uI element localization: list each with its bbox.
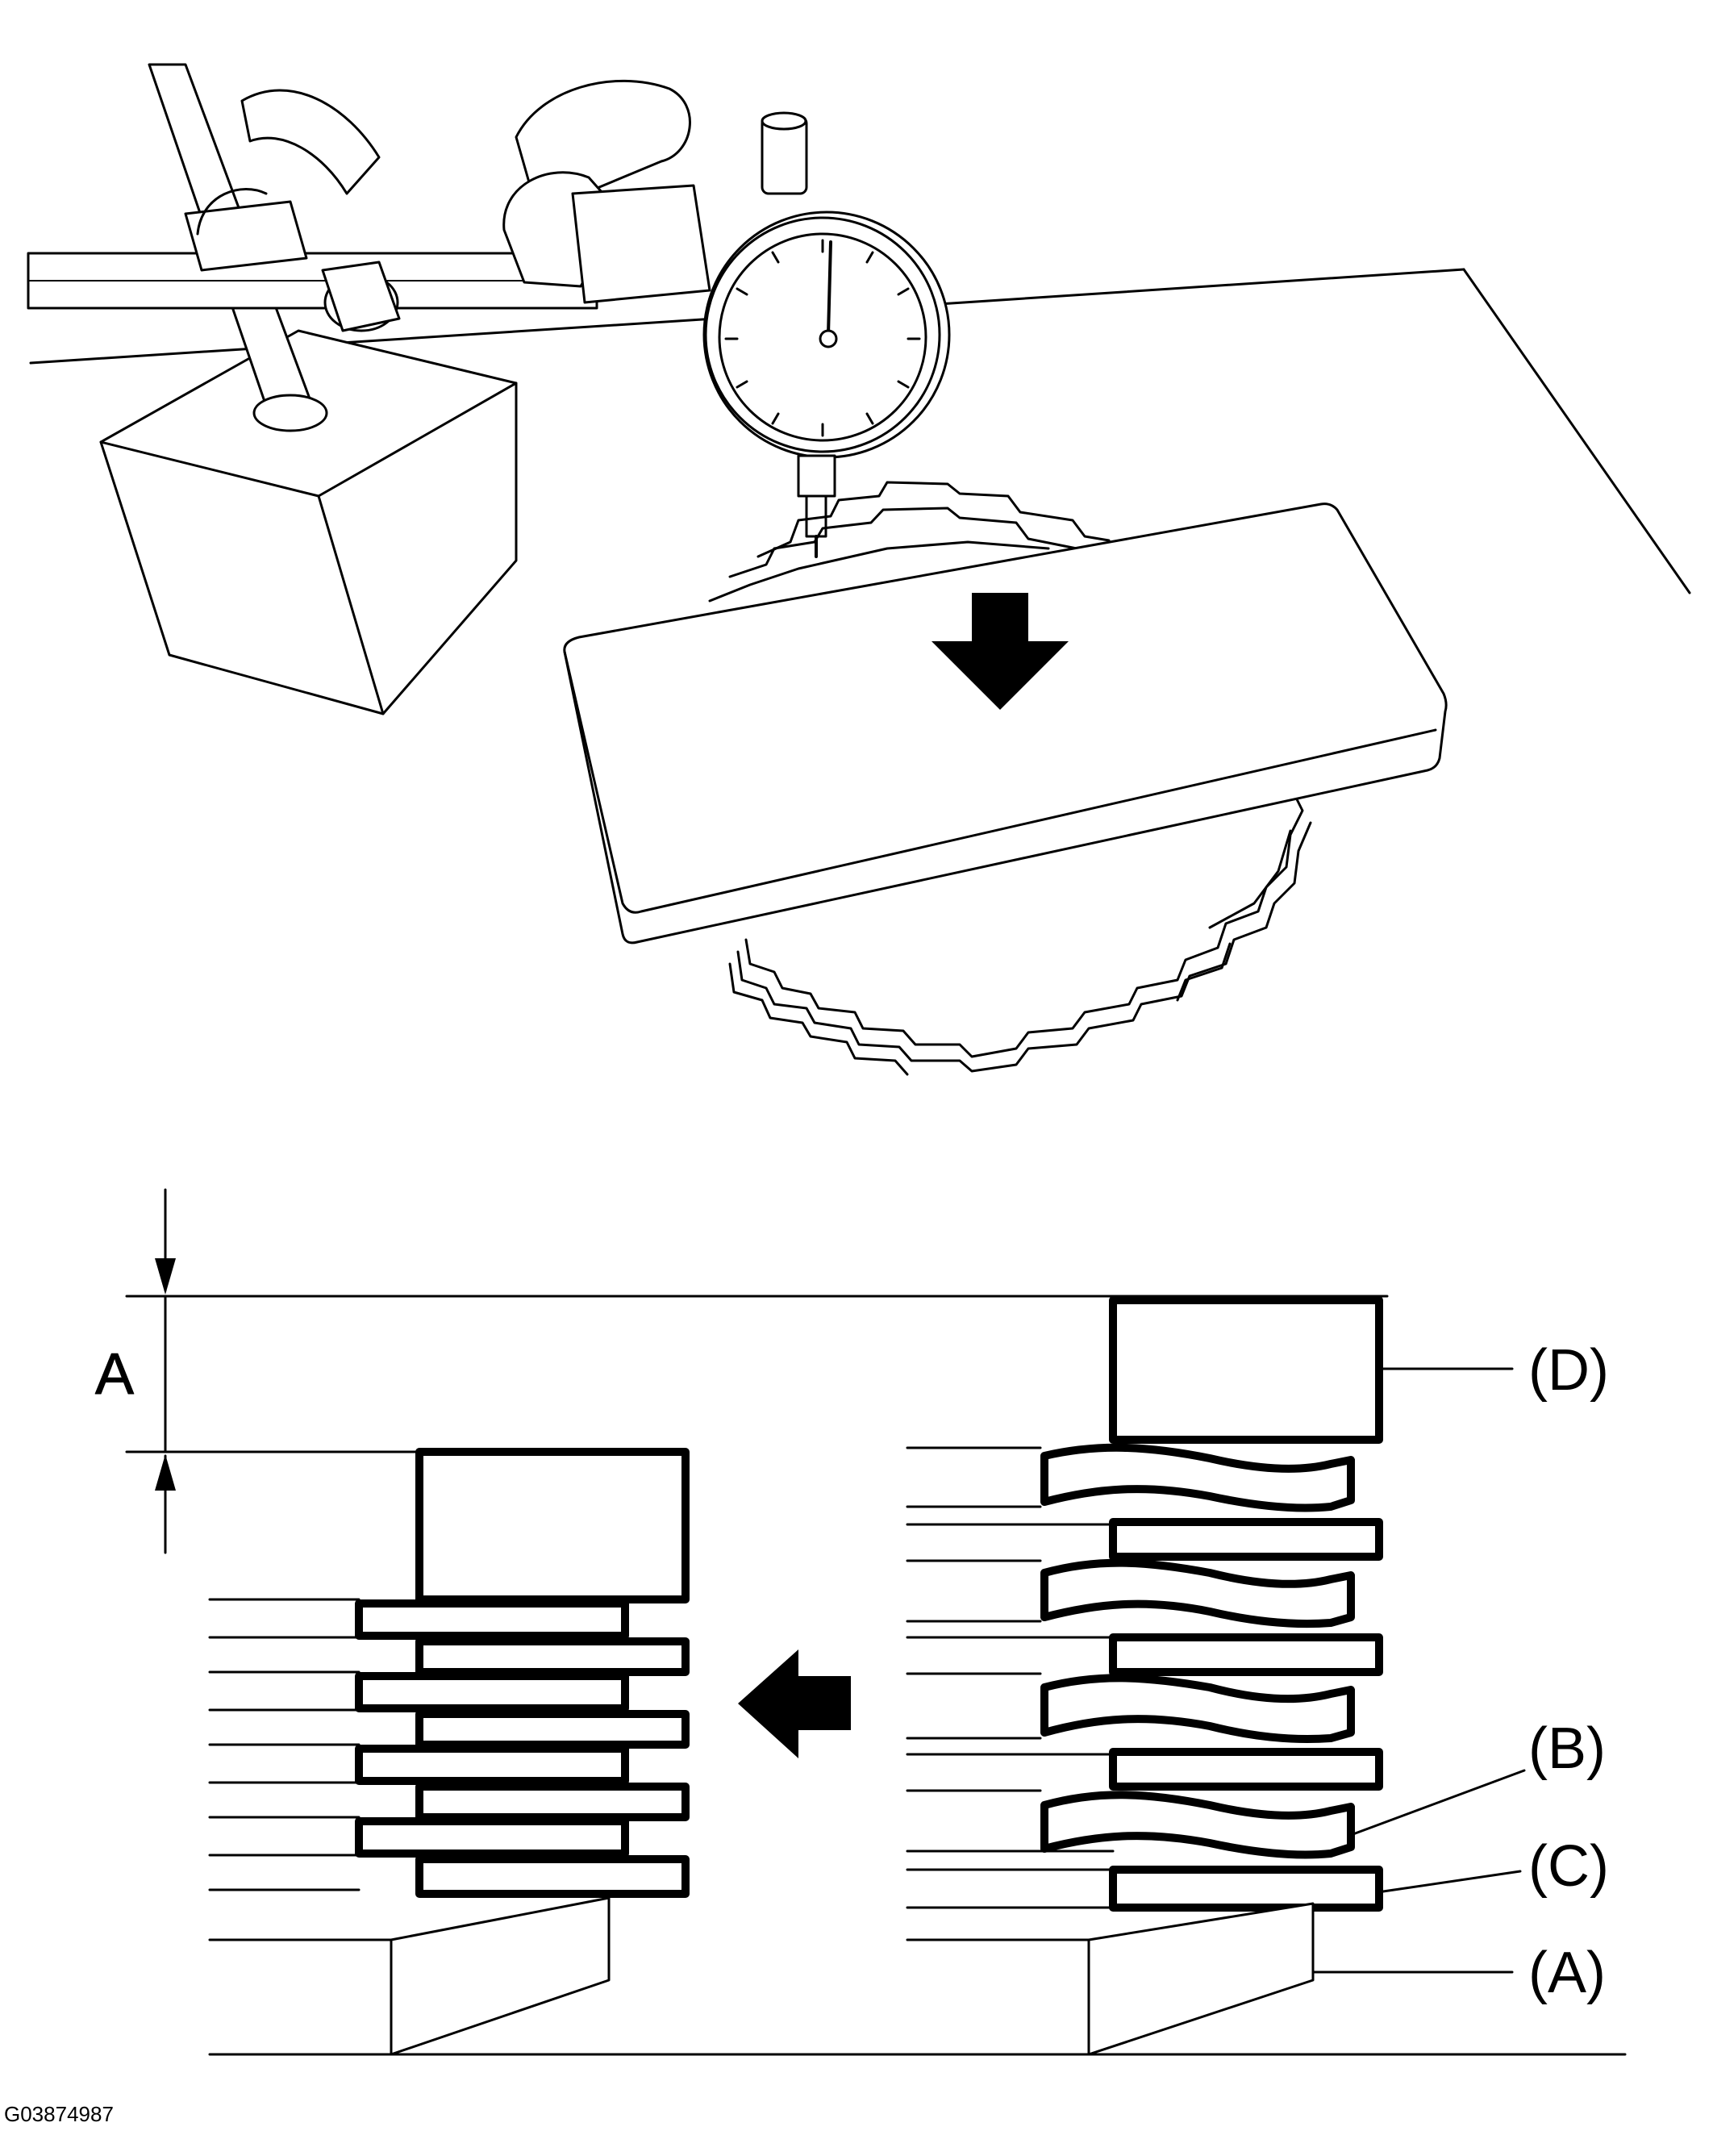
label-b: (B) bbox=[1528, 1716, 1606, 1781]
left-disc-2 bbox=[355, 1672, 629, 1712]
arm-bar bbox=[27, 252, 598, 310]
pressure-plate bbox=[563, 503, 1448, 945]
left-steel-2 bbox=[415, 1710, 690, 1749]
label-c: (C) bbox=[1528, 1834, 1609, 1899]
right-wavy-disc-4 bbox=[1040, 1791, 1355, 1859]
left-disc-3 bbox=[355, 1745, 629, 1785]
right-plate-d bbox=[1109, 1296, 1383, 1444]
label-d: (D) bbox=[1528, 1338, 1609, 1403]
callout-leaders bbox=[1311, 1367, 1526, 1974]
arm-clamp-left bbox=[184, 89, 401, 332]
dial-needle bbox=[827, 240, 832, 336]
dial-indicator bbox=[702, 111, 951, 558]
uncompressed-clutch-stack bbox=[906, 1296, 1383, 2056]
left-disc-4 bbox=[355, 1817, 629, 1858]
label-a: (A) bbox=[1528, 1941, 1606, 2005]
cross-section-diagram: A bbox=[95, 1188, 1627, 2056]
left-plate-d bbox=[415, 1448, 690, 1603]
right-stack-guide-lines bbox=[906, 1446, 1115, 1909]
left-steel-3 bbox=[415, 1783, 690, 1821]
right-wavy-disc-1 bbox=[1040, 1443, 1355, 1512]
right-steel-3 bbox=[1109, 1748, 1383, 1791]
dial-tick-marks bbox=[724, 239, 921, 437]
clutch-pack-rings bbox=[708, 481, 1312, 1076]
down-arrow-icon bbox=[932, 593, 1069, 710]
arm-clamp-right bbox=[502, 79, 711, 304]
left-disc-1 bbox=[355, 1599, 629, 1640]
figure-id: G03874987 bbox=[4, 2102, 114, 2126]
right-base-block bbox=[906, 1902, 1315, 2056]
left-steel-1 bbox=[415, 1637, 690, 1676]
dimension-a-label: A bbox=[95, 1342, 134, 1407]
right-steel-2 bbox=[1109, 1633, 1383, 1676]
left-arrow-icon bbox=[738, 1649, 851, 1758]
right-steel-4 bbox=[1109, 1866, 1383, 1912]
left-steel-4 bbox=[415, 1855, 690, 1898]
compressed-clutch-stack bbox=[208, 1448, 690, 2056]
dial-indicator-setup bbox=[27, 63, 1691, 1076]
right-wavy-disc-3 bbox=[1040, 1674, 1355, 1744]
right-wavy-disc-2 bbox=[1040, 1558, 1355, 1628]
right-steel-1 bbox=[1109, 1518, 1383, 1561]
magnetic-base bbox=[99, 329, 518, 715]
left-base-block bbox=[208, 1896, 611, 2056]
